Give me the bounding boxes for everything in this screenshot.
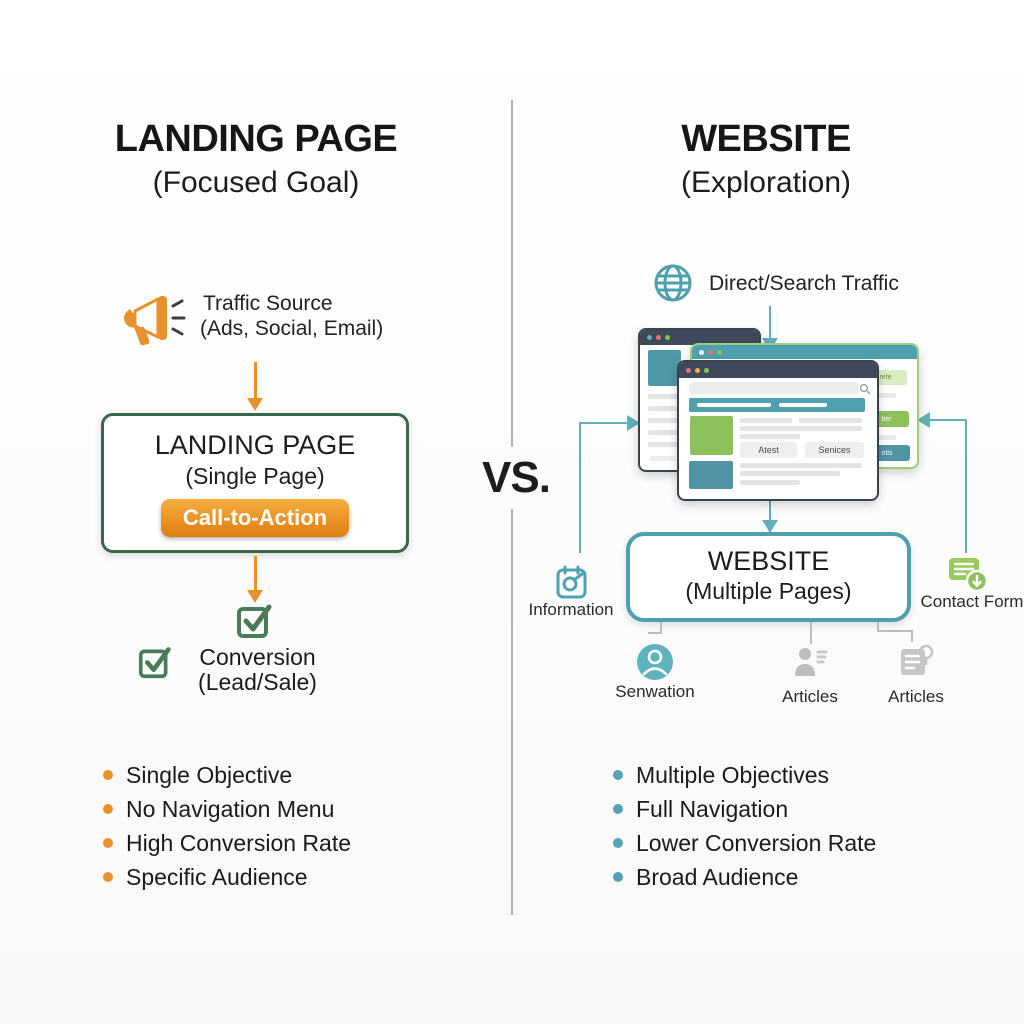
connector-line xyxy=(579,422,581,553)
check-square-icon xyxy=(236,601,274,644)
clipboard-check-icon xyxy=(552,562,592,607)
connector-line xyxy=(929,419,967,421)
list-item: No Navigation Menu xyxy=(103,792,351,826)
landing-page-box: LANDING PAGE (Single Page) Call-to-Actio… xyxy=(101,413,409,553)
bullet-label: No Navigation Menu xyxy=(126,795,335,822)
window-dot-icon xyxy=(699,349,704,355)
nav-button[interactable]: Senices xyxy=(805,442,864,458)
content-block xyxy=(648,350,681,386)
articles-label: Articles xyxy=(782,687,838,706)
conversion-sublabel: (Lead/Sale) xyxy=(198,669,317,695)
window-dot-icon xyxy=(704,367,709,373)
bullet-dot xyxy=(613,838,623,848)
list-item: Single Objective xyxy=(103,758,351,792)
check-square-icon xyxy=(138,644,173,684)
traffic-source-label: Traffic Source xyxy=(203,292,333,315)
browser-titlebar xyxy=(692,345,917,359)
bullet-label: Lower Conversion Rate xyxy=(636,829,877,856)
connector-line xyxy=(579,422,628,424)
arrow-line xyxy=(769,499,771,521)
search-icon[interactable] xyxy=(859,382,871,400)
left-subtitle: (Focused Goal) xyxy=(152,166,360,199)
list-item: Broad Audience xyxy=(613,860,876,894)
left-title: LANDING PAGE xyxy=(114,118,398,160)
content-block xyxy=(689,461,733,489)
website-box-subtitle: (Multiple Pages) xyxy=(685,578,852,604)
right-subtitle: (Exploration) xyxy=(680,166,852,199)
right-bullet-list: Multiple Objectives Full Navigation Lowe… xyxy=(613,758,876,894)
connector-line xyxy=(965,419,967,553)
information-label: Information xyxy=(528,600,614,619)
bullet-dot xyxy=(613,804,623,814)
bullet-label: Specific Audience xyxy=(126,863,308,890)
search-input[interactable] xyxy=(689,382,859,394)
call-to-action-button[interactable]: Call-to-Action xyxy=(160,499,350,537)
window-dot-icon xyxy=(695,367,700,373)
bullet-dot xyxy=(103,872,113,882)
bullet-label: High Conversion Rate xyxy=(126,829,352,856)
window-dot-icon xyxy=(717,349,722,355)
contact-form-icon xyxy=(945,554,991,601)
window-dot-icon xyxy=(656,335,661,340)
landing-box-subtitle: (Single Page) xyxy=(185,463,325,489)
bullet-dot xyxy=(613,770,623,780)
vs-label: VS. xyxy=(462,447,570,509)
bullet-label: Broad Audience xyxy=(636,863,799,890)
arrow-line xyxy=(254,362,257,398)
globe-icon xyxy=(652,262,694,309)
nav-button[interactable]: Atest xyxy=(740,442,797,458)
bullet-dot xyxy=(103,804,113,814)
connector-line xyxy=(648,632,662,634)
bullet-dot xyxy=(103,770,113,780)
person-circle-icon xyxy=(636,643,674,686)
right-title: WEBSITE xyxy=(681,118,851,160)
bullet-label: Multiple Objectives xyxy=(636,761,830,788)
connector-line xyxy=(877,630,913,632)
arrow-left-icon xyxy=(917,412,930,428)
megaphone-icon xyxy=(120,291,192,352)
articles-label: Articles xyxy=(888,687,944,706)
arrow-down-icon xyxy=(247,398,263,411)
arrow-down-icon xyxy=(247,590,263,603)
arrow-line xyxy=(769,306,771,338)
left-bullet-list: Single Objective No Navigation Menu High… xyxy=(103,758,351,894)
people-icon xyxy=(792,646,828,683)
connector-line xyxy=(877,622,879,632)
website-box: WEBSITE (Multiple Pages) xyxy=(626,532,911,622)
browser-titlebar xyxy=(640,330,759,345)
bullet-label: Single Objective xyxy=(126,761,293,788)
traffic-source-sublabel: (Ads, Social, Email) xyxy=(200,317,384,340)
window-dot-icon xyxy=(708,349,713,355)
bullet-dot xyxy=(103,838,113,848)
website-box-title: WEBSITE xyxy=(707,546,830,576)
conversion-label: Conversion xyxy=(199,644,316,670)
nav-bar xyxy=(689,398,865,412)
hero-image-block xyxy=(690,416,733,455)
connector-line xyxy=(911,630,913,642)
contact-form-label: Contact Form xyxy=(920,592,1024,611)
window-dot-icon xyxy=(647,335,652,340)
arrow-down-icon xyxy=(762,520,778,533)
arrow-line xyxy=(254,556,257,590)
arrow-right-icon xyxy=(627,415,640,431)
browser-titlebar xyxy=(679,362,877,378)
window-dot-icon xyxy=(665,335,670,340)
list-item: Specific Audience xyxy=(103,860,351,894)
list-item: Multiple Objectives xyxy=(613,758,876,792)
list-item: Lower Conversion Rate xyxy=(613,826,876,860)
list-item: High Conversion Rate xyxy=(103,826,351,860)
bullet-label: Full Navigation xyxy=(636,795,789,822)
senwation-label: Senwation xyxy=(615,682,695,701)
window-dot-icon xyxy=(686,367,691,373)
direct-search-traffic-label: Direct/Search Traffic xyxy=(709,272,899,295)
landing-box-title: LANDING PAGE xyxy=(154,430,356,460)
connector-line xyxy=(660,622,662,634)
document-icon xyxy=(897,643,935,684)
list-item: Full Navigation xyxy=(613,792,876,826)
connector-line xyxy=(810,622,812,644)
browser-window-front: Atest Senices xyxy=(677,360,879,501)
bullet-dot xyxy=(613,872,623,882)
